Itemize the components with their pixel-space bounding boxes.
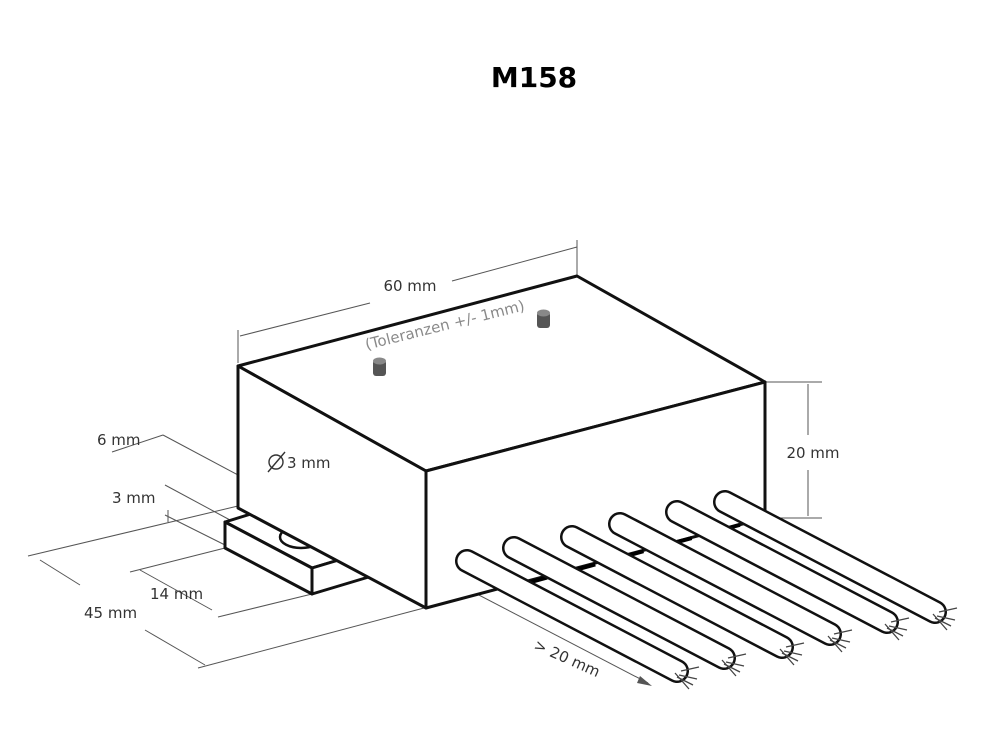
tab-thickness-label: 3 mm <box>112 489 156 507</box>
tab-length-label: 14 mm <box>150 585 203 603</box>
tab-offset-label: 6 mm <box>97 431 141 449</box>
wire-length-label: > 20 mm <box>531 636 603 681</box>
diameter-symbol-icon <box>267 451 286 473</box>
stranded-wire <box>455 549 700 690</box>
led-indicator <box>373 357 386 376</box>
height-label: 20 mm <box>786 444 839 462</box>
stranded-wire <box>713 490 958 631</box>
length-label: 60 mm <box>383 277 436 295</box>
hole-diameter-label: 3 mm <box>287 454 331 472</box>
stranded-wire <box>502 536 747 677</box>
stranded-wire <box>608 512 853 653</box>
led-indicator <box>537 309 550 328</box>
page-title: M158 <box>491 61 577 94</box>
stranded-wire <box>560 525 805 666</box>
depth-label: 45 mm <box>84 604 137 622</box>
stranded-wire <box>665 500 910 641</box>
wire-group <box>455 490 958 690</box>
